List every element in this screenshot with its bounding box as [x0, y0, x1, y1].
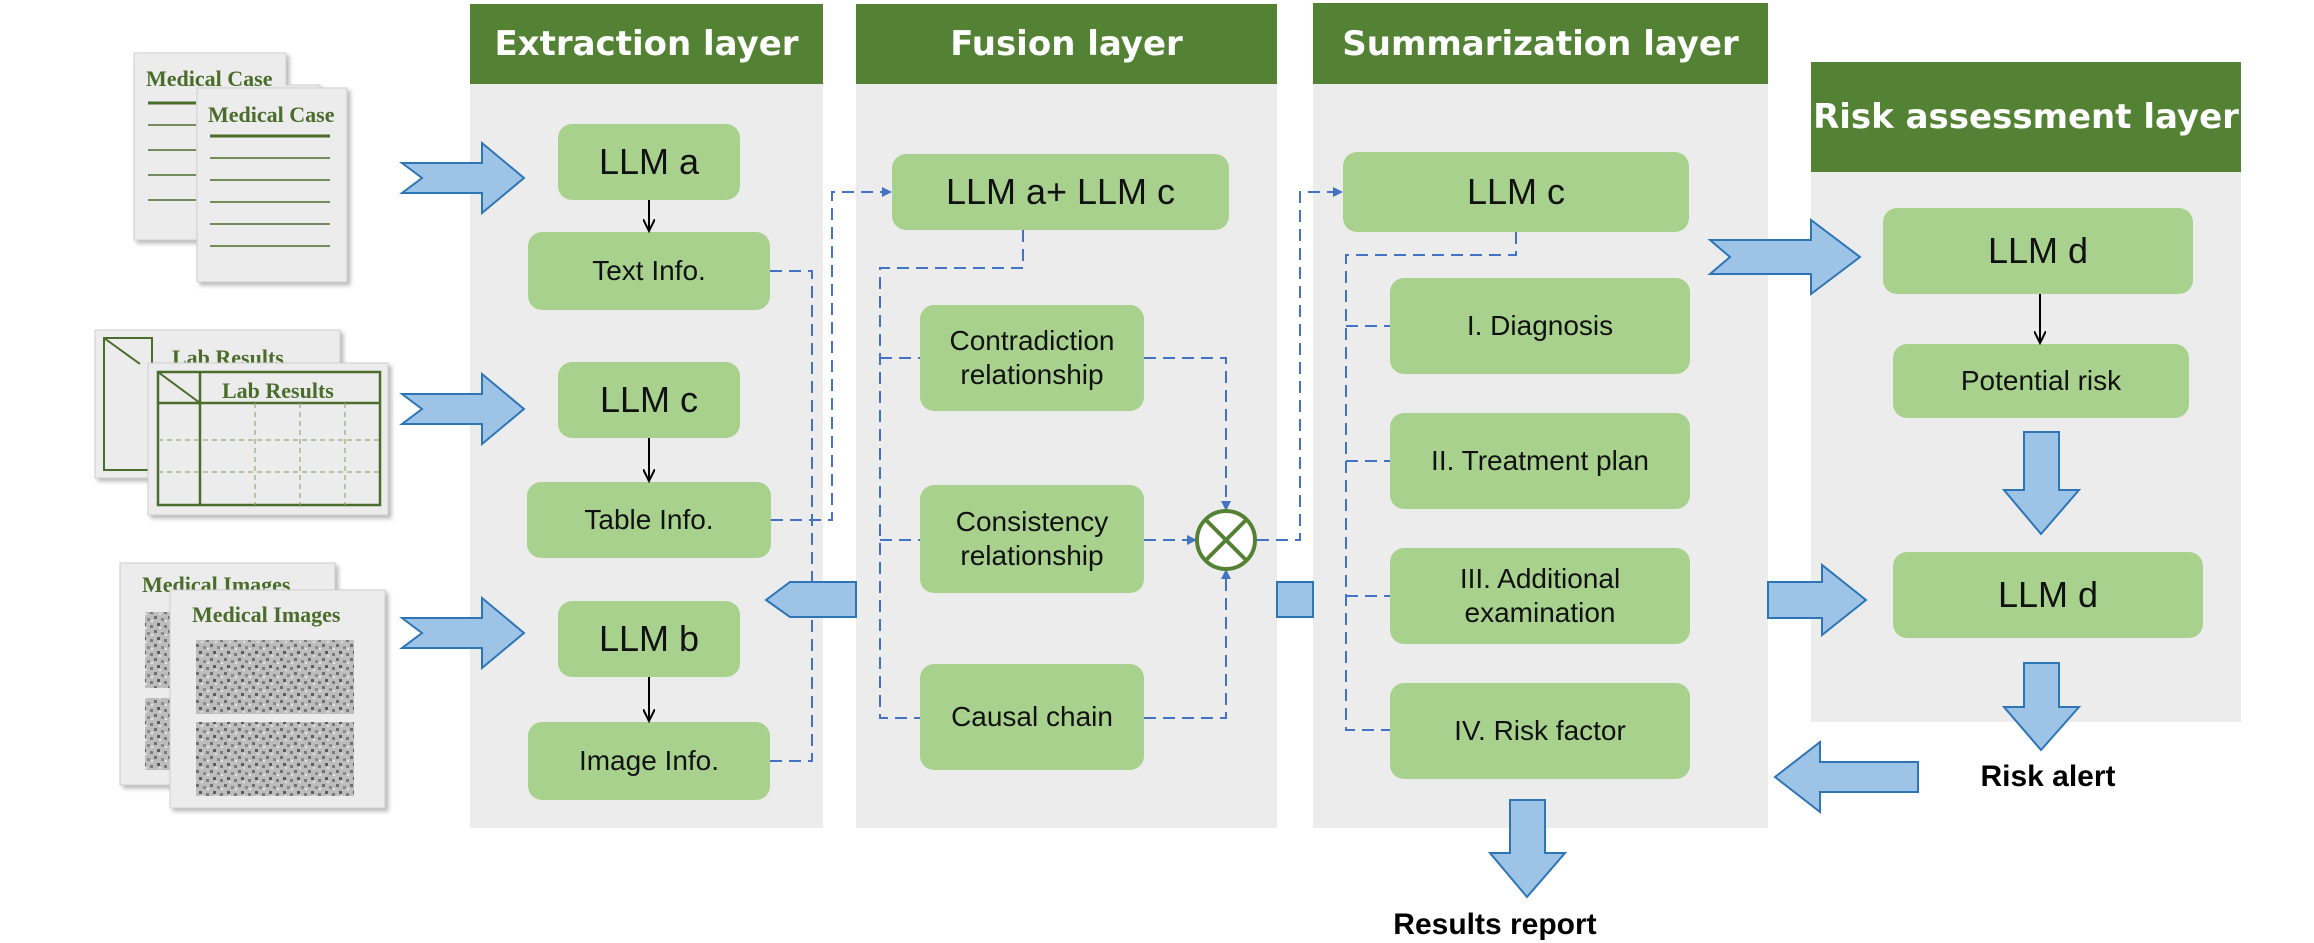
- extraction-llm-c: LLM c: [558, 362, 740, 438]
- input-arrow-lab: [399, 371, 526, 447]
- summarization-layer-header: Summarization layer: [1313, 3, 1768, 84]
- input-arrow-images: [399, 595, 526, 671]
- merge-to-summarization-connector: [1257, 187, 1343, 541]
- extraction-panel: [470, 84, 823, 828]
- risk-assessment-layer-header: Risk assessment layer: [1811, 62, 2241, 172]
- results-report-label: Results report: [1393, 908, 1597, 941]
- risk-alert-label: Risk alert: [1980, 760, 2116, 793]
- medical-images-doc-front: Medical Images: [169, 589, 386, 809]
- fusion-to-summarization-arrow: [1276, 581, 1314, 618]
- merge-operator-icon: [1195, 509, 1257, 571]
- summarization-llm-c: LLM c: [1343, 152, 1689, 232]
- fusion-llm-a-c: LLM a+ LLM c: [892, 154, 1229, 230]
- medical-images-title: Medical Images: [192, 602, 341, 627]
- extraction-layer-header: Extraction layer: [470, 4, 823, 84]
- contradiction-to-merge: [1144, 357, 1231, 511]
- contradiction-relationship-box: Contradiction relationship: [920, 305, 1144, 411]
- medical-case-title-back: Medical Case: [146, 66, 273, 91]
- potential-risk-box: Potential risk: [1893, 344, 2189, 418]
- input-arrow-case: [399, 140, 526, 216]
- risk-alert-down-arrow: [2001, 662, 2082, 752]
- consistency-relationship-box: Consistency relationship: [920, 485, 1144, 593]
- additional-examination-box: III. Additional examination: [1390, 548, 1690, 644]
- potential-risk-down-arrow: [2001, 431, 2082, 536]
- image-info-connector: [770, 617, 813, 762]
- risk-factor-box: IV. Risk factor: [1390, 683, 1690, 779]
- lab-results-title: Lab Results: [222, 378, 334, 403]
- extraction-llm-b: LLM b: [558, 601, 740, 677]
- image-info-box: Image Info.: [528, 722, 770, 800]
- risk-alert-back-arrow: [1773, 739, 1919, 815]
- diagnosis-box: I. Diagnosis: [1390, 278, 1690, 374]
- medical-case-title: Medical Case: [208, 102, 335, 127]
- treatment-plan-box: II. Treatment plan: [1390, 413, 1690, 509]
- risk-llm-d-bottom: LLM d: [1893, 552, 2203, 638]
- text-info-box: Text Info.: [528, 232, 770, 310]
- summarization-llm-to-items-connector: [1345, 232, 1517, 731]
- results-report-down-arrow: [1487, 799, 1568, 899]
- fusion-layer-header: Fusion layer: [856, 4, 1277, 84]
- summarization-to-risk-arrow-top: [1707, 217, 1862, 297]
- lab-results-doc-front: Lab Results: [147, 362, 389, 516]
- text-info-connector: [770, 270, 813, 582]
- table-info-to-fusion-connector: [771, 187, 892, 521]
- extraction-to-fusion-arrow: [764, 581, 857, 618]
- risk-llm-d-top: LLM d: [1883, 208, 2193, 294]
- causal-to-merge: [1144, 569, 1231, 719]
- fusion-llm-to-relations-connector: [879, 230, 1024, 719]
- table-info-box: Table Info.: [527, 482, 771, 558]
- causal-chain-box: Causal chain: [920, 664, 1144, 770]
- medical-case-doc-front: Medical Case: [196, 87, 348, 283]
- extraction-llm-a: LLM a: [558, 124, 740, 200]
- summarization-to-risk-arrow-bottom: [1767, 562, 1868, 638]
